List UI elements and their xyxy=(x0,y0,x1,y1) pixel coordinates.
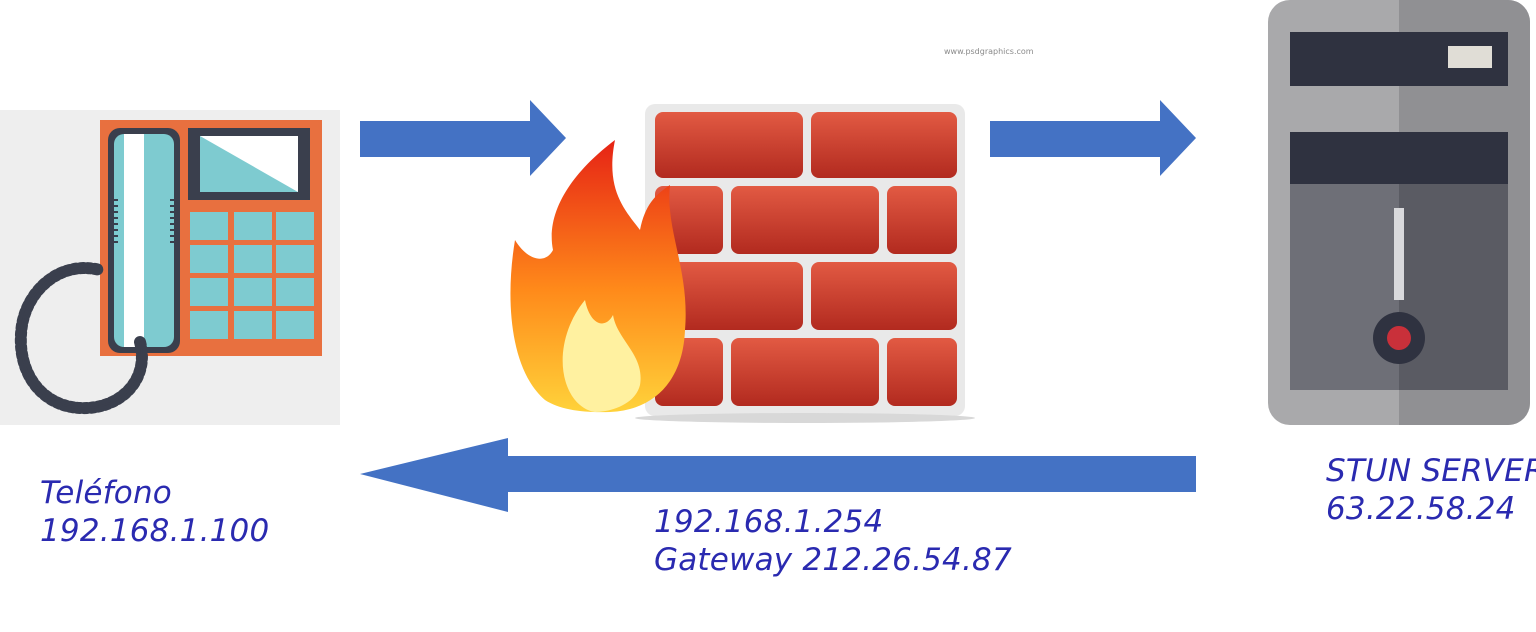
phone-ip: 192.168.1.100 xyxy=(40,513,270,549)
phone-label: Teléfono 192.168.1.100 xyxy=(40,474,269,550)
arrow-phone-to-firewall xyxy=(360,100,568,180)
watermark: www.psdgraphics.com xyxy=(944,47,1034,56)
stun-server-ip: 63.22.58.24 xyxy=(1326,491,1516,527)
arrow-firewall-to-server xyxy=(990,100,1200,180)
desk-phone-icon xyxy=(0,110,340,425)
stun-server-label: STUN SERVER 63.22.58.24 xyxy=(1326,452,1536,528)
phone-name: Teléfono xyxy=(40,475,172,511)
arrow-server-to-phone xyxy=(360,438,1200,514)
server-tower-icon xyxy=(1268,0,1530,425)
gateway-label: 192.168.1.254 Gateway 212.26.54.87 xyxy=(654,503,1012,579)
stun-server-name: STUN SERVER xyxy=(1326,453,1536,489)
gateway-public-ip: Gateway 212.26.54.87 xyxy=(654,542,1012,578)
firewall-icon xyxy=(505,100,975,425)
gateway-local-ip: 192.168.1.254 xyxy=(654,504,884,540)
